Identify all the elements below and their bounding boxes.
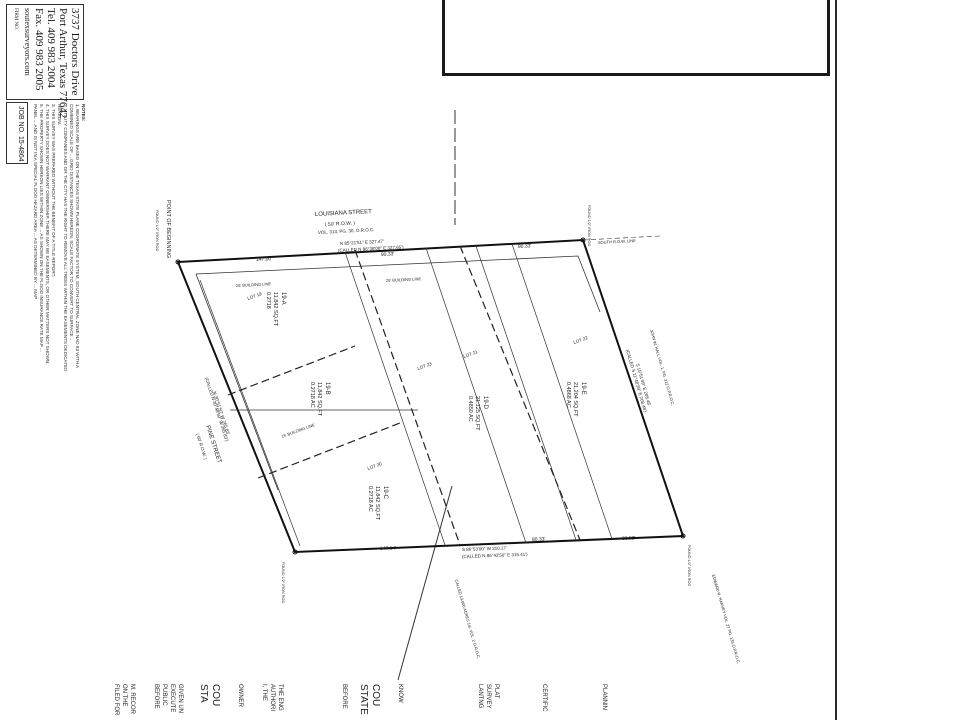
tract-acres: 0.4868 AC [565,382,571,408]
cert-text: BEFORE [341,684,347,709]
lot-label: LOT 21 [463,349,479,359]
reference-line [397,485,453,681]
adjoiner-right-bottom: EDWARD R. HARVEY VOL. 27 PG. 135 O.P.R.O… [711,574,741,664]
tract-area: 21,125 SQ.FT [474,396,480,431]
monument-marker [292,549,298,555]
cert-text: COU [210,684,221,707]
lot-line [344,251,446,546]
tract-line [227,345,356,396]
tract-name: 19-D [482,396,488,410]
cert-text: M. RECOR [129,684,135,714]
tract-name: 19-C [382,486,388,500]
dist-bottom-3: 83.52' [622,536,636,542]
monument-marker [580,237,586,243]
job-number-box: JOB NO. 15-4864 [6,102,28,164]
dist-bottom-2: 80.33' [532,537,546,543]
row-line [582,235,661,241]
tract-area: 11,842 SQ.FT [374,486,380,521]
tract-acres: 0.2718 AC [309,382,315,408]
lot-label: LOT 22 [573,335,589,345]
tract-acres: 0.4850 AC [467,396,473,422]
tract-area: 11,842 SQ.FT [272,292,278,327]
adjoiner-right-top: JOHN W. HALL VOL. 1. PG. 312 O.P.R.O.C. [649,329,676,406]
cert-text: STATE [358,684,369,715]
building-line [195,255,601,313]
lot-line [511,243,613,540]
cert-text: CERTIFIC [541,684,547,712]
monument-marker [680,533,686,539]
lot-line [475,245,577,541]
tract-acres: 0.2718 AC [367,486,373,512]
bearing-bottom: S 86°53'00" W 310.17' [462,545,507,552]
tract-label-19e: 19-E 21,204 SQ.FT 0.4868 AC [565,382,586,417]
tract-label-19c: 19-C 11,842 SQ.FT 0.2718 AC [367,486,388,521]
tract-label-19a: 19-A 11,842 SQ.FT 0.2718 [265,292,286,327]
cert-text: OWNER [237,684,243,707]
bearing-bottom-called: (CALLED N 86°42'50" E 315.41') [462,552,528,559]
tract-name: 19-E [580,382,586,395]
lot-label: LOT 23 [417,361,433,371]
south-row-line: SOUTH R.O.W. LINE [598,238,637,245]
found-bottom-right: FOUND 1/2" IRON ROD [687,545,691,586]
dist-top-1: 147.00' [256,256,273,263]
adjoiner-bottom: CALLED 13,000 ACRES 1st. VOL. 2 O.R.O.C. [454,579,481,659]
lot-line [199,279,301,547]
building-line-label: 25' BUILDING LINE [236,281,272,288]
cert-text: GIVEN UN [177,684,183,714]
lot-line [425,247,527,544]
point-of-beginning: POINT OF BEGINNING [165,200,171,258]
surveyor-contact-box: 3737 Doctors Drive Port Arthur, Texas 77… [6,4,84,118]
found-top-right: FOUND 1/2" IRON ROD [587,205,591,246]
tract-boundary [176,238,685,554]
cert-text: PLANNIN [601,684,607,711]
dist-top-2: 90.33' [381,251,395,258]
tract-name: 19-A [280,292,286,305]
street-pine-row: ( 60' R.O.W. ) [195,433,208,461]
dist-bottom-1: 146.14' [380,545,396,552]
bearing-top: N 85°21'51" E 327.47' [340,239,384,246]
found-bottom-left: FOUND 1/2" IRON ROD [281,562,285,603]
tract-area: 11,842 SQ.FT [316,382,322,417]
dist-top-3: 90.33' [518,243,532,250]
sheet-border-right [835,0,837,720]
tract-acres: 0.2718 [265,292,271,309]
cert-text: STA [198,684,209,703]
building-line [195,273,279,491]
tract-line [257,422,401,479]
tract-label-19b: 19-B 11,842 SQ.FT 0.2718 AC [309,382,330,417]
building-line-label: 15' BUILDING LINE [281,422,316,439]
street-louisiana-vol: VOL. 313, PG. 30, O.R.O.C. [318,227,375,235]
cert-text: COU [370,684,381,707]
bearing-top-called: (CALLED N 86°36'00" E 327.65') [338,245,404,253]
tract-name: 19-B [324,382,330,395]
cert-text: THE ENG [277,684,283,711]
tract-line [354,249,461,546]
title-block-box [442,0,830,76]
cert-text: PLAT [493,684,499,699]
cert-text: KNOW [397,684,403,703]
building-line-label: 25' BUILDING LINE [386,276,422,283]
lot-label: LOT 19 [247,291,263,301]
monument-marker [175,259,181,265]
lot-label: LOT 20 [367,461,383,471]
street-louisiana: LOUISIANA STREET [315,209,373,218]
tract-area: 21,204 SQ.FT [572,382,578,417]
found-left-marker: FOUND 1/2" IRON ROD [155,210,159,251]
street-louisiana-row: ( 50' R.O.W. ) [325,220,356,228]
tract-label-19d: 19-D 21,125 SQ.FT 0.4850 AC [467,396,488,431]
tract-line [459,245,581,541]
